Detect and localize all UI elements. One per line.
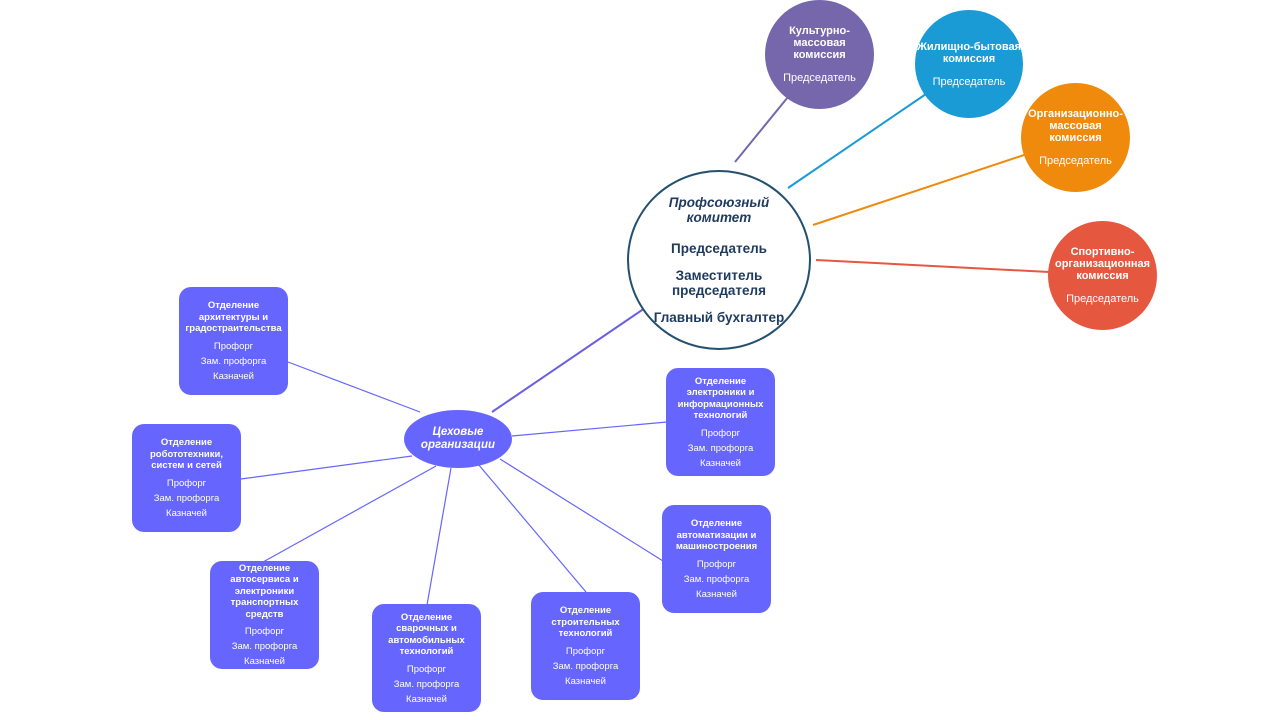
committee-title: Профсоюзный комитет [668,195,770,225]
dept-electronics: Отделение электроники и информационных т… [666,368,775,476]
dept-role-deputy: Зам. профорга [200,355,267,367]
link-workshop-architecture [287,361,421,413]
link-workshop-welding [426,467,452,606]
workshop-organizations: Цеховые организации [404,410,512,468]
commission-sports: Спортивно-организационная комиссия Предс… [1048,221,1157,330]
dept-role-deputy: Зам. профорга [687,442,754,454]
dept-role-proforg: Профорг [166,477,207,489]
dept-robotics: Отделение робототехники, систем и сетей … [132,424,241,532]
dept-title: Отделение автосервиса и электроники тран… [230,562,299,620]
dept-architecture: Отделение архитектуры и градостраительст… [179,287,288,395]
commission-title: Спортивно-организационная комиссия [1054,246,1151,282]
dept-role-deputy: Зам. профорга [153,492,220,504]
dept-title: Отделение архитектуры и градостраительст… [185,300,282,335]
commission-title: Жилищно-бытовая комиссия [916,40,1022,65]
commission-cultural: Культурно-массовая комиссия Председатель [765,0,874,109]
dept-role-treasurer: Казначей [213,370,254,382]
dept-title: Отделение строительных технологий [551,605,620,640]
link-workshop-automation [499,458,664,562]
dept-role-proforg: Профорг [700,427,741,439]
dept-role-proforg: Профорг [213,340,254,352]
dept-role-deputy: Зам. профорга [552,660,619,672]
committee-accountant: Главный бухгалтер [653,310,785,325]
link-committee-organizational [812,154,1025,226]
commission-housing: Жилищно-бытовая комиссия Председатель [915,10,1023,118]
dept-role-proforg: Профорг [244,626,285,638]
commission-role: Председатель [783,72,856,84]
dept-role-treasurer: Казначей [244,656,285,668]
dept-role-proforg: Профорг [406,663,447,675]
dept-welding: Отделение сварочных и автомобильных техн… [372,604,481,712]
dept-role-treasurer: Казначей [166,507,207,519]
link-workshop-electronics [511,421,668,437]
dept-role-treasurer: Казначей [700,457,741,469]
workshop-title: Цеховые организации [420,426,496,451]
dept-role-proforg: Профорг [565,645,606,657]
dept-title: Отделение автоматизации и машиностроения [675,518,758,553]
dept-autoservice: Отделение автосервиса и электроники тран… [210,561,319,669]
committee-chairman: Председатель [671,241,767,256]
dept-role-proforg: Профорг [696,558,737,570]
dept-role-treasurer: Казначей [696,588,737,600]
trade-union-committee: Профсоюзный комитет Председатель Замести… [627,170,811,350]
link-workshop-autoservice [262,465,437,563]
commission-role: Председатель [1039,155,1112,167]
dept-automation: Отделение автоматизации и машиностроения… [662,505,771,613]
commission-title: Организационно-массовая комиссия [1028,108,1123,144]
committee-deputy: Заместитель председателя [672,268,766,298]
commission-role: Председатель [1066,293,1139,305]
dept-role-treasurer: Казначей [406,693,447,705]
commission-title: Культурно-массовая комиссия [789,25,850,61]
dept-role-deputy: Зам. профорга [683,573,750,585]
dept-role-deputy: Зам. профорга [393,678,460,690]
link-committee-housing [787,93,927,189]
dept-title: Отделение робототехники, систем и сетей [149,437,224,472]
link-committee-cultural [734,96,789,163]
commission-organizational: Организационно-массовая комиссия Председ… [1021,83,1130,192]
dept-title: Отделение электроники и информационных т… [677,375,764,422]
dept-role-treasurer: Казначей [565,675,606,687]
dept-construction: Отделение строительных технологий Профор… [531,592,640,700]
link-workshop-construction [477,463,587,593]
commission-role: Председатель [932,75,1006,88]
dept-role-deputy: Зам. профорга [231,641,298,653]
link-committee-workshop [491,307,646,413]
link-workshop-robotics [240,455,413,480]
dept-title: Отделение сварочных и автомобильных техн… [388,611,465,658]
link-committee-sports [815,259,1050,273]
